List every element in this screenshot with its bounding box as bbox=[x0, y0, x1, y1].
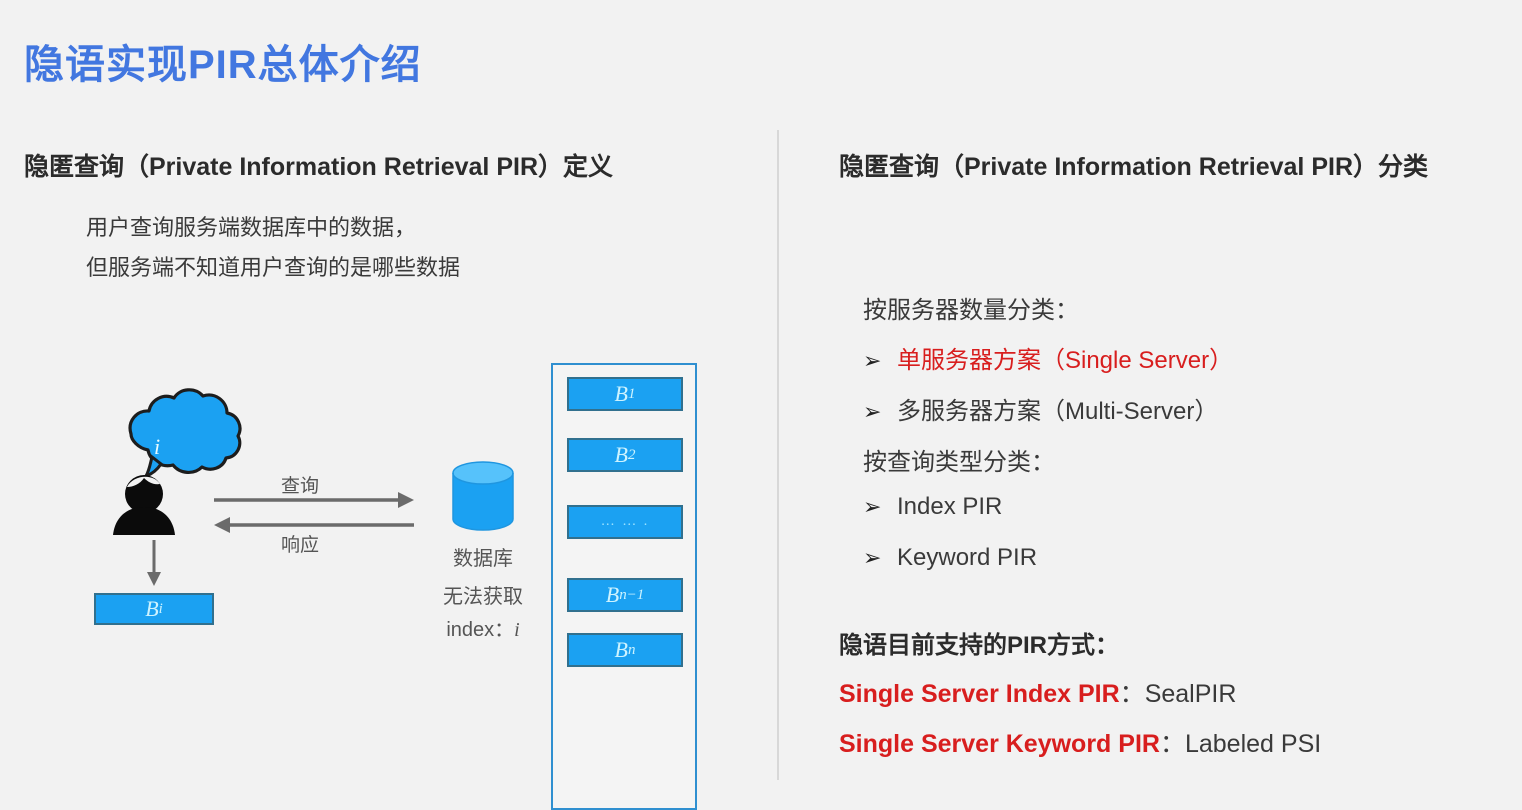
block-sub: n bbox=[627, 641, 636, 658]
arrow-bullet-icon: ➢ bbox=[863, 495, 882, 520]
list-item-single-server: ➢ 单服务器方案（Single Server） bbox=[863, 340, 1233, 375]
block-base: B bbox=[614, 442, 628, 467]
block-base: … … . bbox=[600, 514, 650, 529]
block-base: B bbox=[614, 637, 628, 662]
list-item-label: 多服务器方案（Multi-Server） bbox=[897, 398, 1219, 425]
page-title: 隐语实现PIR总体介绍 bbox=[24, 43, 422, 87]
left-column: 隐匿查询（Private Information Retrieval PIR）定… bbox=[0, 130, 777, 810]
block-sub: 2 bbox=[627, 446, 636, 463]
supported-mode-keyword-pir: Single Server Keyword PIR：Labeled PSI bbox=[839, 724, 1321, 760]
definition-text: 用户查询服务端数据库中的数据， 但服务端不知道用户查询的是哪些数据 bbox=[86, 208, 460, 288]
column-divider bbox=[777, 130, 779, 780]
list-item-label: Index PIR bbox=[897, 493, 1003, 520]
database-label: 数据库 bbox=[453, 548, 513, 570]
supported-mode-separator: ： bbox=[1119, 680, 1145, 708]
thought-bubble-value: i bbox=[154, 434, 160, 459]
diagram-canvas: i bbox=[113, 388, 514, 586]
user-icon bbox=[113, 475, 175, 535]
response-arrow-label: 响应 bbox=[281, 535, 320, 556]
supported-mode-key: Single Server Index PIR bbox=[839, 680, 1120, 708]
right-column: 隐匿查询（Private Information Retrieval PIR）分… bbox=[777, 130, 1522, 788]
client-result-base: B bbox=[145, 596, 159, 621]
left-section-heading: 隐匿查询（Private Information Retrieval PIR）定… bbox=[24, 153, 614, 181]
query-arrow bbox=[214, 492, 414, 508]
supported-modes-title: 隐语目前支持的PIR方式： bbox=[839, 632, 1120, 659]
group-by-server-title: 按服务器数量分类： bbox=[863, 297, 1079, 324]
response-arrow bbox=[214, 517, 414, 533]
supported-mode-separator: ： bbox=[1159, 730, 1185, 758]
arrow-bullet-icon: ➢ bbox=[863, 546, 882, 571]
arrow-bullet-icon: ➢ bbox=[863, 400, 882, 425]
definition-line-2: 但服务端不知道用户查询的是哪些数据 bbox=[86, 255, 461, 280]
block-sub: n−1 bbox=[619, 586, 645, 603]
list-item-keyword-pir: ➢ Keyword PIR bbox=[863, 544, 1037, 572]
supported-mode-key: Single Server Keyword PIR bbox=[839, 730, 1160, 758]
client-result-sub: i bbox=[158, 600, 163, 617]
supported-mode-value: SealPIR bbox=[1144, 680, 1237, 708]
supported-mode-index-pir: Single Server Index PIR：SealPIR bbox=[839, 674, 1236, 710]
pir-flow-diagram: i bbox=[0, 130, 777, 810]
server-block-ellipsis: … … . bbox=[567, 505, 683, 539]
query-arrow-label: 查询 bbox=[281, 476, 320, 497]
arrow-bullet-icon: ➢ bbox=[863, 349, 882, 374]
block-base: B bbox=[605, 582, 620, 607]
database-note-value: i bbox=[514, 619, 520, 641]
list-item-label: Keyword PIR bbox=[897, 544, 1038, 571]
result-arrow bbox=[147, 540, 161, 586]
supported-mode-value: Labeled PSI bbox=[1184, 730, 1322, 758]
list-item-index-pir: ➢ Index PIR bbox=[863, 493, 1002, 521]
database-icon bbox=[452, 461, 514, 531]
definition-line-1: 用户查询服务端数据库中的数据， bbox=[86, 215, 417, 240]
list-item-label: 单服务器方案（Single Server） bbox=[897, 347, 1234, 374]
group-by-querytype-title: 按查询类型分类： bbox=[863, 449, 1055, 476]
block-sub: 1 bbox=[627, 385, 636, 402]
database-note-line-2: index：i bbox=[435, 613, 531, 642]
block-base: B bbox=[614, 381, 628, 406]
database-note-prefix: index： bbox=[446, 619, 515, 641]
database-note-line-1: 无法获取 bbox=[443, 586, 523, 608]
right-section-heading: 隐匿查询（Private Information Retrieval PIR）分… bbox=[839, 153, 1429, 181]
list-item-multi-server: ➢ 多服务器方案（Multi-Server） bbox=[863, 391, 1218, 426]
thought-bubble-icon bbox=[128, 388, 242, 489]
